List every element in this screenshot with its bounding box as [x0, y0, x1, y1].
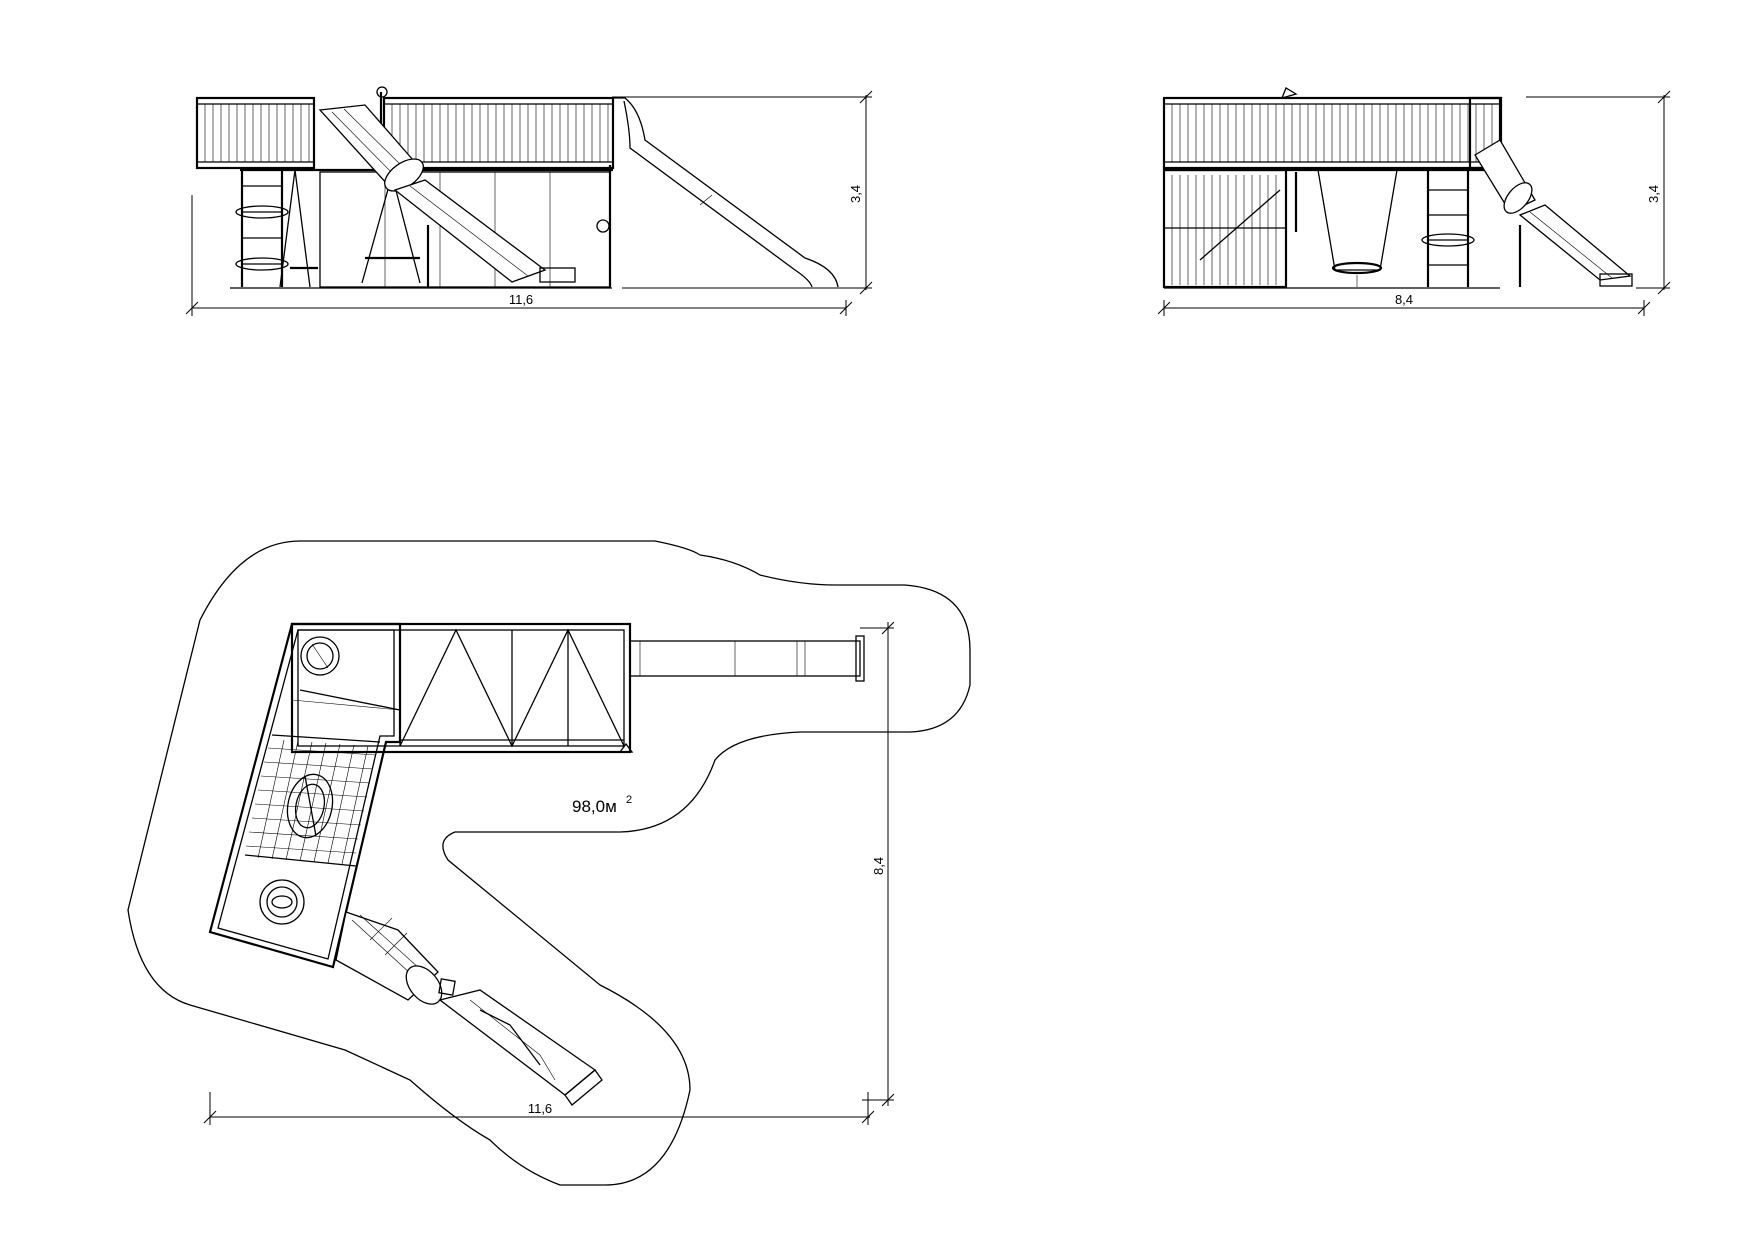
finial-icon — [376, 86, 388, 98]
safety-zone-outline — [127, 540, 971, 1186]
front-tube-slide — [318, 104, 576, 283]
side-top-panel-slats — [1164, 103, 1501, 163]
front-right-panel-slats — [384, 103, 613, 163]
plan-grid-platform — [245, 739, 377, 865]
plan-porthole-bottom — [259, 879, 305, 925]
front-left-panel — [195, 96, 316, 170]
plan-depth-label: 8,4 — [871, 857, 886, 875]
side-tube-slide — [1468, 96, 1633, 287]
side-ladder — [1421, 168, 1475, 287]
plan-width-label: 11,6 — [528, 1101, 552, 1116]
front-right-panel — [382, 96, 615, 170]
front-height-label: 3,4 — [848, 185, 863, 203]
side-height-label: 3,4 — [1646, 185, 1661, 203]
side-top-panel — [1162, 96, 1503, 170]
plan-deck-diagonal — [208, 622, 402, 969]
front-width-label: 11,6 — [509, 292, 533, 307]
front-left-panel-slats — [197, 103, 314, 163]
plan-view — [127, 540, 971, 1186]
plan-area-value: 98,0м — [572, 797, 617, 816]
plan-straight-slide — [629, 635, 865, 682]
front-elevation — [185, 86, 873, 316]
side-elevation — [1157, 87, 1671, 316]
front-straight-slide — [613, 97, 839, 288]
plan-deck-horizontal — [290, 622, 634, 754]
side-finial-icon — [1280, 87, 1298, 99]
side-width-label: 8,4 — [1395, 292, 1413, 307]
plan-tube-slide — [335, 911, 603, 1106]
plan-porthole-top — [300, 636, 340, 676]
plan-area-unit-superscript: 2 — [626, 794, 632, 806]
front-ladder — [235, 168, 289, 287]
side-net — [1317, 169, 1398, 271]
